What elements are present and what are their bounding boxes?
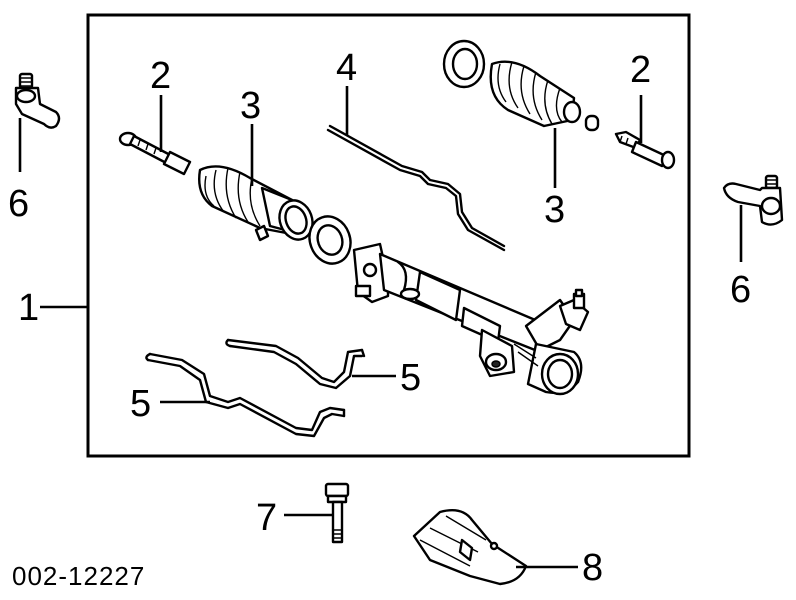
outer-tie-rod-end-left (14, 72, 61, 129)
callout-one: 1 (18, 287, 39, 329)
callout-two-left: 2 (150, 55, 171, 97)
callout-four: 4 (336, 47, 357, 89)
assembly-frame (86, 13, 691, 458)
boot-clamp-right (442, 39, 486, 89)
steering-gear-housing (352, 242, 590, 396)
callout-three-left: 3 (240, 85, 261, 127)
heat-shield (412, 509, 528, 586)
boot-clamp-left (308, 215, 352, 265)
inner-tie-rod-right (614, 130, 676, 170)
callout-six-left: 6 (8, 183, 29, 225)
mounting-bolt (324, 482, 350, 544)
callout-eight: 8 (582, 547, 603, 589)
inner-tie-rod-left (118, 131, 192, 176)
outer-tie-rod-end-right (722, 174, 784, 226)
callout-two-right: 2 (630, 49, 651, 91)
bellows-boot-right (489, 60, 600, 132)
bellows-boot-left (198, 165, 314, 242)
callout-seven: 7 (256, 497, 277, 539)
callout-three-right: 3 (544, 189, 565, 231)
callout-five-lower: 5 (130, 383, 151, 425)
pressure-line-lower (145, 352, 346, 438)
pressure-line-upper (225, 338, 366, 390)
reference-code: 002-12227 (12, 561, 145, 591)
callout-five-upper: 5 (400, 357, 421, 399)
callout-six-right: 6 (730, 269, 751, 311)
breather-tube (326, 124, 506, 252)
